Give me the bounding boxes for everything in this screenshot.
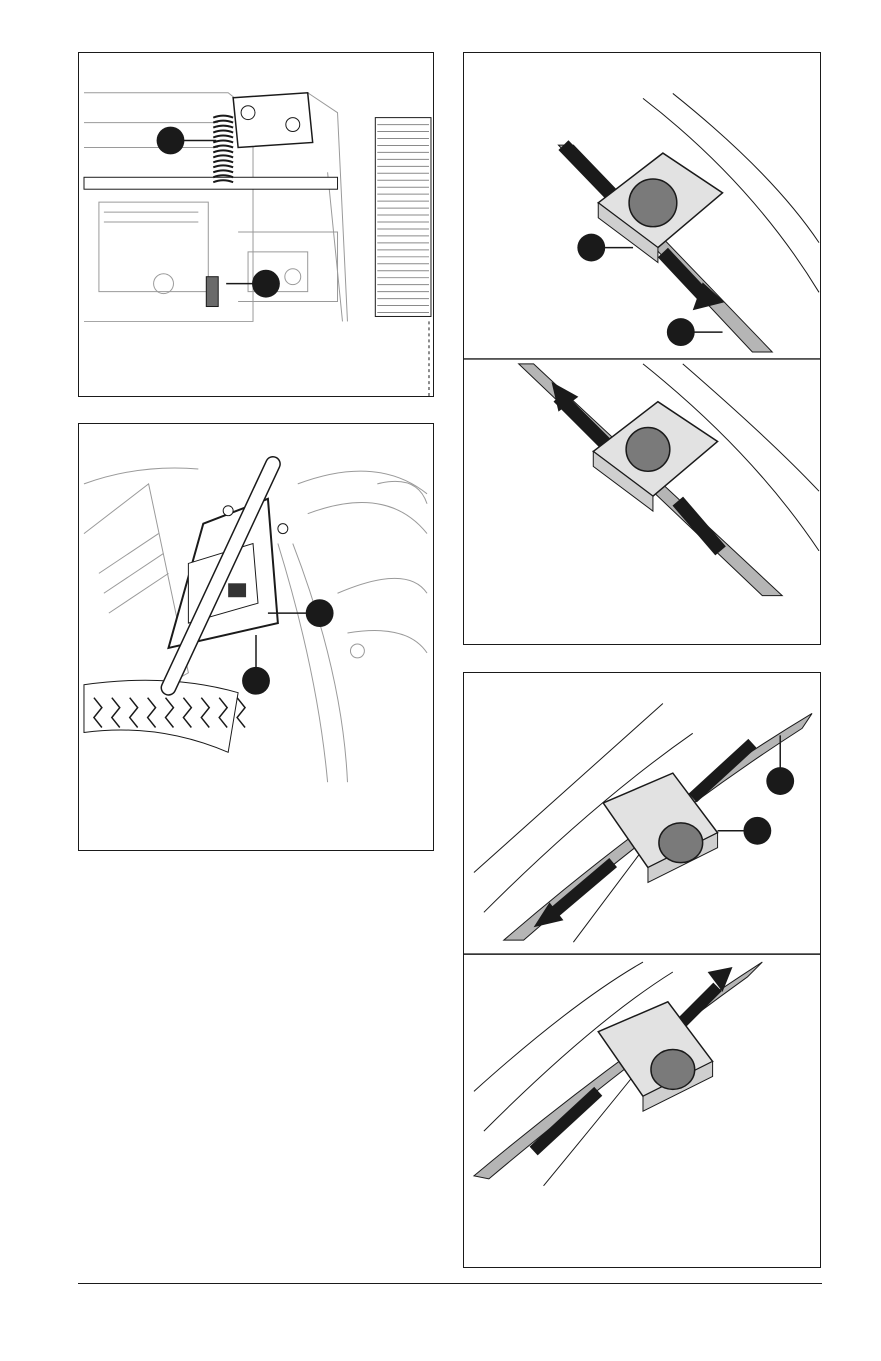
clip	[593, 402, 717, 511]
clip	[598, 153, 722, 262]
callout-marker	[766, 767, 794, 795]
callout-marker	[743, 817, 771, 845]
knob	[659, 823, 703, 863]
knob	[651, 1050, 695, 1090]
callout-marker	[577, 234, 605, 262]
figure-3-illustration	[464, 53, 820, 644]
callout-marker	[306, 599, 334, 627]
knob	[626, 428, 670, 472]
callout-marker	[242, 667, 270, 695]
figure-4-view-a	[474, 703, 812, 942]
lower-clip	[206, 277, 218, 307]
bolt-icon	[241, 106, 255, 120]
figure-4-clip-curved-strap	[463, 672, 821, 1268]
figure-2-handle-module	[78, 423, 434, 851]
figure-1-illustration	[79, 53, 433, 396]
figure-4-view-b	[474, 962, 762, 1186]
clip	[598, 1002, 712, 1111]
bolt-icon	[286, 118, 300, 132]
callout-marker	[157, 127, 185, 155]
figure-3-clip-strap	[463, 52, 821, 645]
spring	[213, 116, 233, 183]
callout-marker	[252, 270, 280, 298]
figure-4-illustration	[464, 673, 820, 1267]
figure-3-view-b	[519, 364, 819, 596]
footer-rule	[78, 1283, 822, 1284]
knob	[629, 179, 677, 227]
figure-3-view-a	[558, 93, 819, 352]
figure-2-illustration	[79, 424, 433, 850]
bracket	[233, 93, 313, 148]
callout-marker	[667, 318, 695, 346]
air-filter	[375, 118, 431, 317]
figure-1-spring-bracket	[78, 52, 434, 397]
